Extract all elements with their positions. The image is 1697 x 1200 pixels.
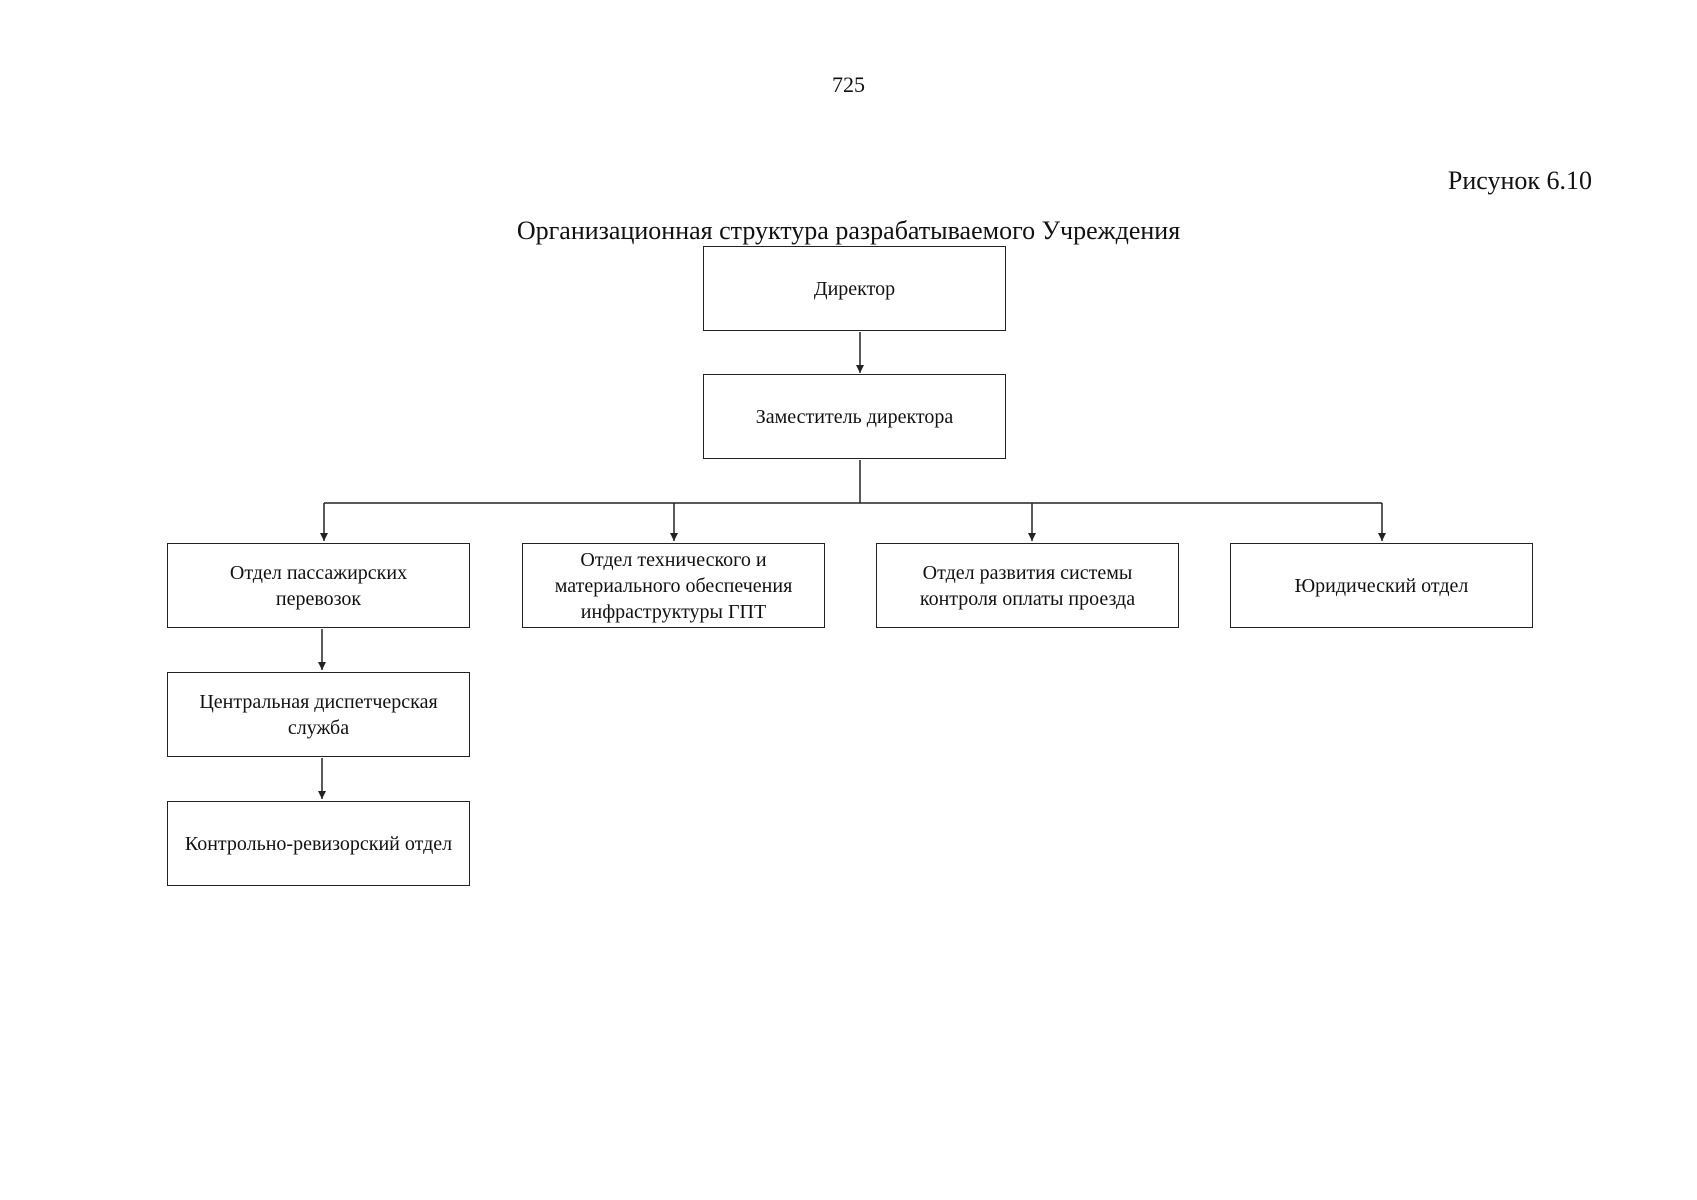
- node-deputy-director: Заместитель директора: [703, 374, 1006, 459]
- node-passenger-transport-dept: Отдел пассажирских перевозок: [167, 543, 470, 628]
- figure-label: Рисунок 6.10: [1447, 166, 1592, 195]
- figure-title: Организационная структура разрабатываемо…: [516, 216, 1181, 245]
- node-deputy-director-label: Заместитель директора: [755, 405, 954, 428]
- node-legal-dept-label: Юридический отдел: [1294, 574, 1469, 597]
- node-audit-dept-label: Контрольно-ревизорский отдел: [184, 832, 453, 855]
- node-fare-control-dept: Отдел развития системы контроля оплаты п…: [876, 543, 1179, 628]
- node-fare-control-dept-label: Отдел развития системы контроля оплаты п…: [919, 561, 1136, 610]
- node-technical-support-dept: Отдел технического и материального обесп…: [522, 543, 825, 628]
- node-technical-support-dept-label: Отдел технического и материального обесп…: [554, 548, 793, 623]
- node-passenger-transport-dept-label: Отдел пассажирских перевозок: [229, 561, 408, 610]
- node-audit-dept: Контрольно-ревизорский отдел: [167, 801, 470, 886]
- node-central-dispatch-label: Центральная диспетчерская служба: [199, 690, 438, 739]
- node-legal-dept: Юридический отдел: [1230, 543, 1533, 628]
- node-director-label: Директор: [813, 277, 896, 300]
- node-director: Директор: [703, 246, 1006, 331]
- node-central-dispatch: Центральная диспетчерская служба: [167, 672, 470, 757]
- page-number: 725: [832, 72, 865, 97]
